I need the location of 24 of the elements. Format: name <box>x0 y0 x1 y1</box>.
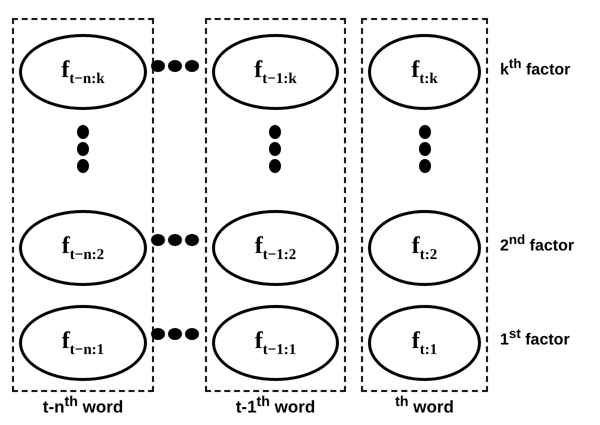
factor-text: f$_{t:k}$ <box>411 56 438 88</box>
factor-ellipse <box>212 34 339 110</box>
factor-text: f$_{t−1:1}$ <box>254 328 296 358</box>
factor-ellipse <box>212 210 339 286</box>
factor-ellipse <box>19 305 147 381</box>
factor-ellipse <box>368 210 481 286</box>
factor-label: k$^{th}$ factor <box>500 56 570 80</box>
factor-text: f$_{t−n:1}$ <box>62 328 104 358</box>
factor-label: 1$^{st}$ factor <box>500 326 570 350</box>
factor-text: f$_{t:2}$ <box>412 232 438 264</box>
factor-ellipse <box>19 34 147 110</box>
group-label: $^{th}$ word <box>395 394 454 418</box>
factor-text: f$_{t:1}$ <box>412 328 438 358</box>
factor-ellipse <box>19 210 147 286</box>
factor-ellipse <box>212 305 339 381</box>
factor-text: f$_{t−n:2}$ <box>62 232 104 264</box>
group-label: t-n$^{th}$ word <box>42 394 124 418</box>
factor-text: f$_{t−1:k}$ <box>254 56 297 88</box>
factor-text: f$_{t−1:2}$ <box>254 232 296 264</box>
factor-label: 2$^{nd}$ factor <box>500 232 574 256</box>
factor-ellipse <box>368 34 481 110</box>
factor-ellipse <box>368 305 481 381</box>
factor-text: f$_{t−n:k}$ <box>61 56 105 88</box>
group-label: t-1$^{th}$ word <box>236 394 316 418</box>
